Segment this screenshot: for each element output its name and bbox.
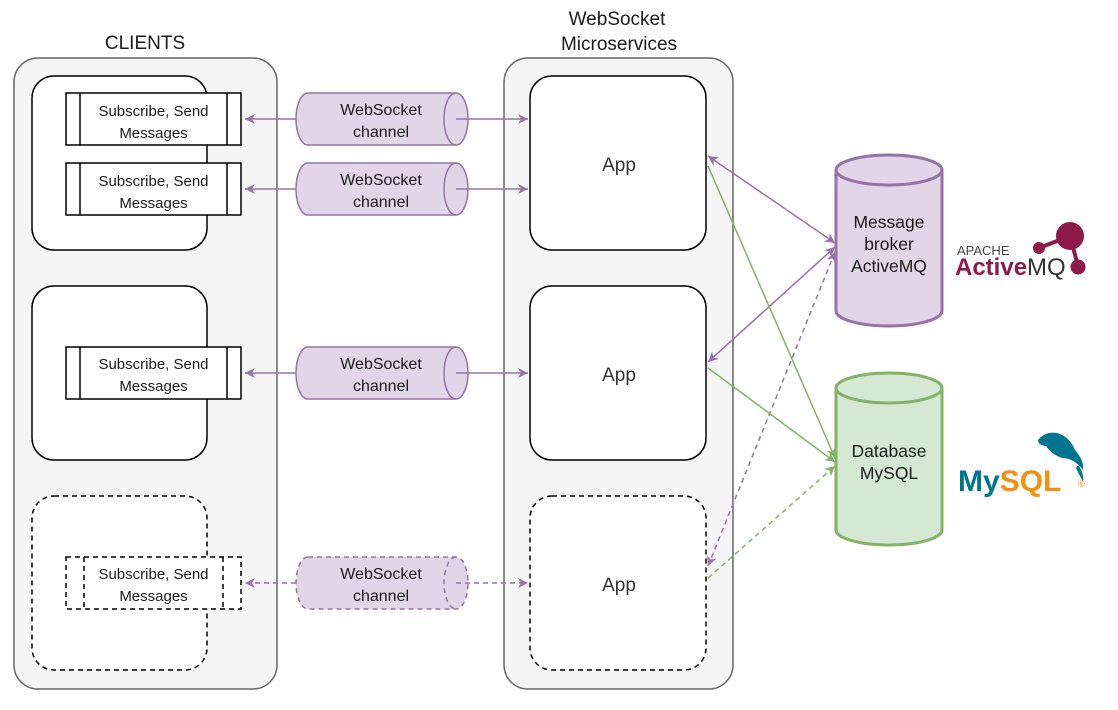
broker-label-line3: ActiveMQ — [851, 256, 927, 276]
process-label-line2: Messages — [119, 125, 187, 142]
channel-label-line1: WebSocket — [340, 566, 422, 583]
app-box — [529, 285, 707, 461]
process-label-line1: Subscribe, Send — [98, 173, 208, 190]
database-cylinder: Database MySQL — [834, 371, 944, 547]
microservices-title-line2: Microservices — [561, 34, 677, 55]
activemq-logo-small-text: APACHE — [957, 243, 1010, 258]
backend-connections — [707, 155, 836, 579]
app-label: App — [602, 155, 636, 176]
database-label-line1: Database — [852, 441, 927, 461]
process-box: Subscribe, Send Messages — [65, 92, 242, 146]
app-label: App — [602, 575, 636, 596]
process-label-line2: Messages — [119, 378, 187, 395]
channel-label-line2: channel — [353, 124, 409, 141]
svg-text:®: ® — [1078, 479, 1085, 489]
clients-title: CLIENTS — [105, 33, 185, 54]
microservices-title-line1: WebSocket — [569, 9, 667, 30]
mysql-logo-brand-b: SQL — [1000, 465, 1062, 498]
process-label-line2: Messages — [119, 588, 187, 605]
process-label-line2: Messages — [119, 195, 187, 212]
app-box — [529, 75, 707, 251]
process-box: Subscribe, Send Messages — [65, 162, 242, 216]
mysql-logo-brand-a: My — [958, 465, 1000, 498]
app-label: App — [602, 365, 636, 386]
process-label-line1: Subscribe, Send — [98, 356, 208, 373]
process-box: Subscribe, Send Messages — [65, 556, 242, 610]
app-box — [529, 495, 707, 671]
channel-label-line1: WebSocket — [340, 356, 422, 373]
channel-label-line2: channel — [353, 588, 409, 605]
activemq-logo: APACHE ActiveMQ — [955, 222, 1086, 281]
websocket-channel: WebSocket channel — [295, 92, 469, 146]
process-label-line1: Subscribe, Send — [98, 103, 208, 120]
svg-text:MySQL: MySQL — [958, 465, 1061, 498]
channel-label-line2: channel — [353, 194, 409, 211]
svg-text:ActiveMQ: ActiveMQ — [955, 254, 1066, 281]
channel-label-line1: WebSocket — [340, 172, 422, 189]
websocket-channel: WebSocket channel — [295, 346, 469, 400]
channel-label-line1: WebSocket — [340, 102, 422, 119]
websocket-channel: WebSocket channel — [295, 556, 469, 610]
mysql-logo: MySQL ® — [958, 432, 1085, 498]
activemq-logo-brand-a: Active — [955, 254, 1027, 281]
broker-label-line2: broker — [864, 234, 914, 254]
websocket-channel: WebSocket channel — [295, 162, 469, 216]
dolphin-icon — [1038, 432, 1084, 470]
process-label-line1: Subscribe, Send — [98, 566, 208, 583]
activemq-logo-brand-b: MQ — [1027, 254, 1066, 281]
channel-label-line2: channel — [353, 378, 409, 395]
channel-arrows — [245, 114, 528, 588]
database-label-line2: MySQL — [860, 463, 919, 483]
message-broker-cylinder: Message broker ActiveMQ — [834, 153, 944, 328]
broker-label-line1: Message — [853, 212, 924, 232]
process-box: Subscribe, Send Messages — [65, 346, 242, 400]
